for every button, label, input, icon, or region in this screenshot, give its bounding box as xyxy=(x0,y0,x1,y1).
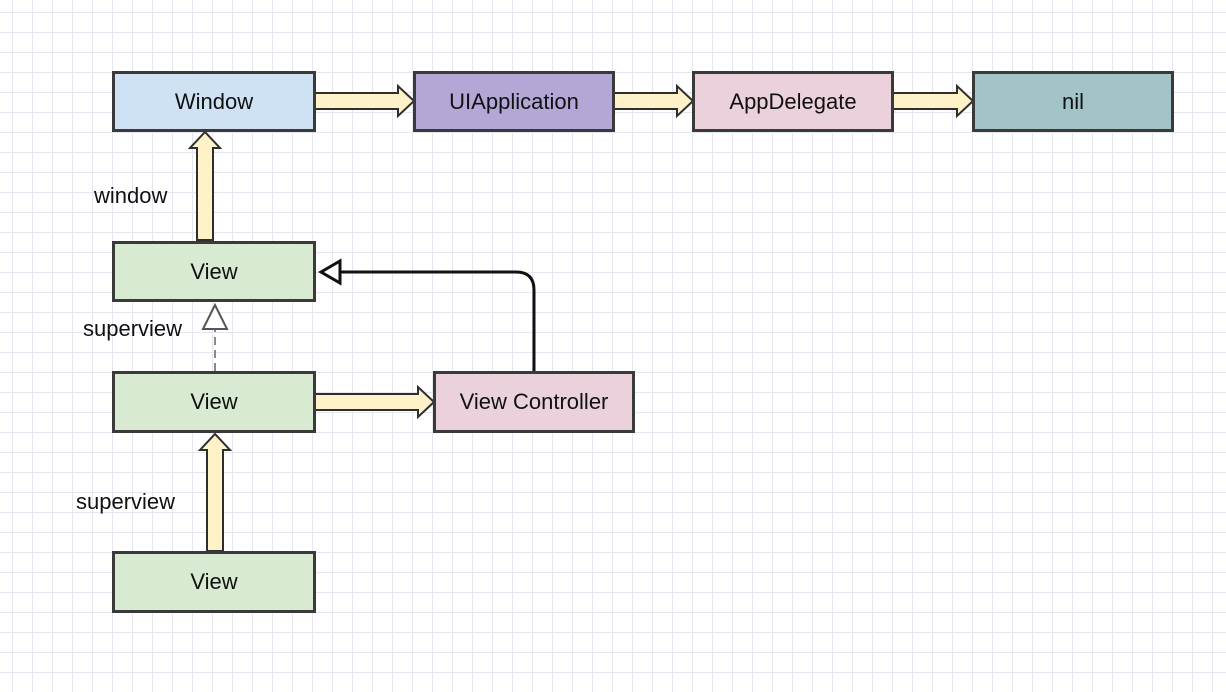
superview-bottom-edge-label: superview xyxy=(76,489,176,514)
nil-node: nil xyxy=(972,71,1174,132)
view-bottom-node: View xyxy=(112,551,316,613)
view-middle-node: View xyxy=(112,371,316,433)
window-node: Window xyxy=(112,71,316,132)
view-controller-node: View Controller xyxy=(433,371,635,433)
window-edge-label: window xyxy=(94,183,168,208)
appdelegate-node: AppDelegate xyxy=(692,71,894,132)
uiapplication-node: UIApplication xyxy=(413,71,615,132)
superview-dashed-edge-label: superview xyxy=(83,316,183,341)
view-top-node: View xyxy=(112,241,316,302)
